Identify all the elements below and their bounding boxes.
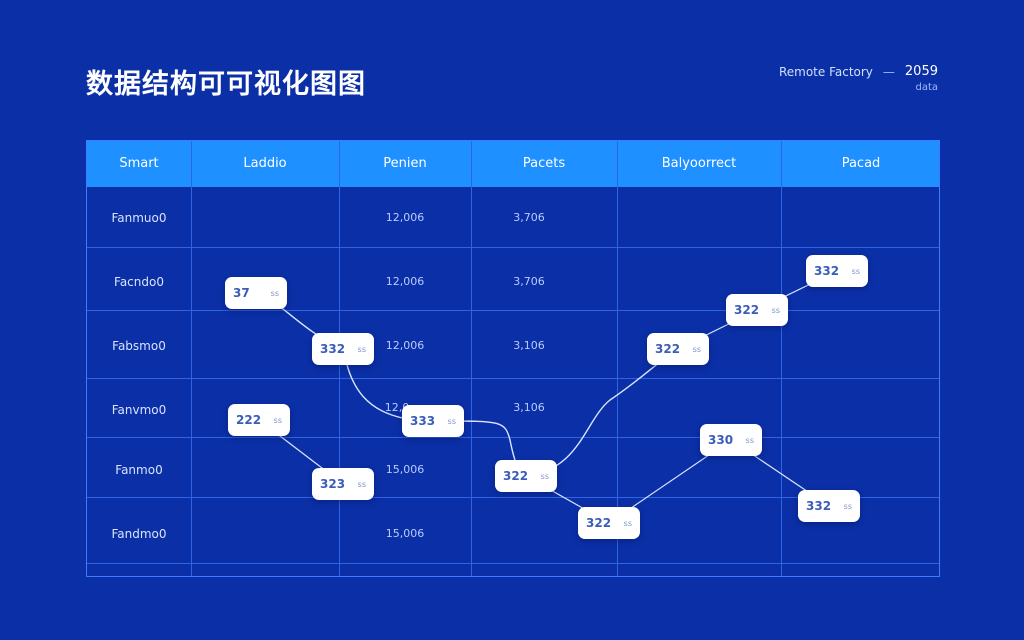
meta-subtitle: data (915, 82, 938, 93)
cell-value: 3,706 (513, 211, 545, 224)
grid-row-divider (87, 563, 939, 564)
row-label: Fanmuo0 (111, 211, 167, 225)
data-node[interactable]: 333 ss (402, 405, 464, 437)
node-label: ss (447, 416, 456, 426)
column-header[interactable]: Penien (383, 156, 427, 171)
column-header[interactable]: Pacad (841, 156, 881, 171)
node-label: ss (357, 344, 366, 354)
node-label: ss (623, 518, 632, 528)
node-label: ss (357, 479, 366, 489)
grid-column-divider (471, 141, 472, 576)
node-label: ss (540, 471, 549, 481)
data-node[interactable]: 322 ss (495, 460, 557, 492)
row-label: Fabsmo0 (112, 339, 166, 353)
meta-header: Remote Factory — 2059 (779, 64, 938, 79)
node-label: ss (692, 344, 701, 354)
node-value: 332 (814, 264, 840, 278)
node-label: ss (270, 288, 279, 298)
node-label: ss (771, 305, 780, 315)
data-grid-board: Smart Laddio Penien Pacets Balyoorrect P… (86, 140, 940, 577)
column-header[interactable]: Balyoorrect (661, 156, 737, 171)
node-value: 322 (655, 342, 681, 356)
data-node[interactable]: 322 ss (647, 333, 709, 365)
data-node[interactable]: 332 ss (806, 255, 868, 287)
data-node[interactable]: 323 ss (312, 468, 374, 500)
node-value: 323 (320, 477, 346, 491)
node-value: 322 (503, 469, 529, 483)
data-node[interactable]: 322 ss (578, 507, 640, 539)
grid-row-divider (87, 378, 939, 379)
node-value: 333 (410, 414, 436, 428)
cell-value: 15,006 (385, 527, 425, 540)
meta-dash: — (882, 64, 895, 79)
data-node[interactable]: 37 ss (225, 277, 287, 309)
meta-label: Remote Factory (778, 64, 873, 79)
cell-value: 15,006 (385, 463, 425, 476)
grid-row-divider (87, 437, 939, 438)
meta-year: 2059 (904, 64, 938, 79)
cell-value: 3,706 (513, 275, 545, 288)
node-label: ss (273, 415, 282, 425)
node-label: ss (745, 435, 754, 445)
row-label: Fandmo0 (111, 527, 167, 541)
grid-row-divider (87, 310, 939, 311)
grid-row-divider (87, 497, 939, 498)
column-header[interactable]: Pacets (522, 156, 566, 171)
node-label: ss (851, 266, 860, 276)
node-value: 330 (708, 433, 734, 447)
node-value: 322 (734, 303, 760, 317)
grid-row-divider (87, 247, 939, 248)
row-label: Fanmo0 (115, 463, 163, 477)
data-node[interactable]: 330 ss (700, 424, 762, 456)
node-label: ss (843, 501, 852, 511)
grid-column-divider (781, 141, 782, 576)
row-label: Fanvmo0 (111, 403, 167, 417)
data-node[interactable]: 322 ss (726, 294, 788, 326)
cell-value: 12,006 (385, 275, 425, 288)
column-header[interactable]: Laddio (243, 156, 287, 171)
column-header[interactable]: Smart (119, 156, 159, 171)
data-node[interactable]: 332 ss (312, 333, 374, 365)
cell-value: 12,006 (385, 211, 425, 224)
cell-value: 3,106 (513, 401, 545, 414)
node-value: 332 (320, 342, 346, 356)
cell-value: 12,006 (385, 339, 425, 352)
grid-column-divider (191, 141, 192, 576)
node-value: 322 (586, 516, 612, 530)
cell-value: 3,106 (513, 339, 545, 352)
data-node[interactable]: 332 ss (798, 490, 860, 522)
data-node[interactable]: 222 ss (228, 404, 290, 436)
row-label: Facndo0 (114, 275, 164, 289)
node-value: 37 (233, 286, 250, 300)
node-value: 222 (236, 413, 262, 427)
grid-header-row: Smart Laddio Penien Pacets Balyoorrect P… (87, 141, 939, 187)
node-value: 332 (806, 499, 832, 513)
page-title: 数据结构可可视化图图 (86, 69, 366, 100)
